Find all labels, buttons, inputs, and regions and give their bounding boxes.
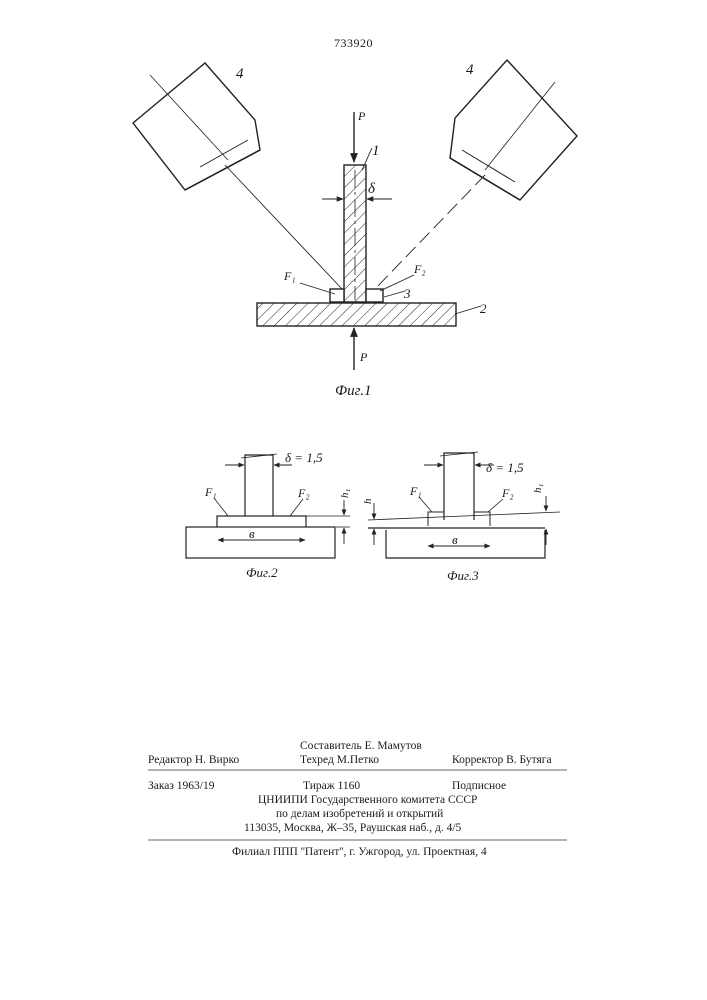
label-plate: 2 [480,301,487,316]
base-plate [257,303,456,326]
fig2-label-delta: δ = 1,5 [285,450,323,465]
fig3-weld-line [368,512,560,520]
figure-2-labels: δ = 1,5 F₁ F₂ в h₁ Фиг.2 [204,450,351,580]
imprint-branch: Филиал ППП ''Патент'', г. Ужгород, ул. П… [232,846,487,858]
fig3-weld-left [428,512,444,526]
imprint-order: Заказ 1963/19 [148,780,215,792]
label-force-top: P [357,109,366,123]
fig3-rod [444,453,474,520]
imprint-subscription: Подписное [452,780,506,792]
fig3-caption: Фиг.3 [447,568,479,583]
imprint-editor: Редактор Н. Вирко [148,754,239,766]
fig3-label-f2: F₂ [501,486,514,500]
fig2-leader-f2 [290,499,303,516]
fig2-weld [217,516,306,528]
leader-weld [384,291,405,297]
fig3-label-delta: δ = 1,5 [486,460,524,475]
fig3-leader-f2 [488,499,503,512]
figure-2 [186,454,350,558]
label-force-bottom: P [359,350,368,364]
label-f1: F₁ [283,269,296,283]
fig2-label-f1: F₁ [204,485,217,499]
right-camera-body [450,60,577,200]
fig3-label-f1: F₁ [409,484,422,498]
figure-3 [368,452,560,558]
figure-3-labels: δ = 1,5 F₁ F₂ в h h₁ Фиг.3 [362,460,544,583]
label-camera-left: 4 [236,66,244,82]
imprint-techred: Техред М.Петко [300,754,379,766]
fig3-label-b: в [452,532,458,547]
label-f2: F₂ [413,262,426,276]
imprint-org-line1: ЦНИИПИ Государственного комитета СССР [258,794,477,806]
fig1-caption: Фиг.1 [335,383,371,399]
fig2-leader-f1 [214,498,228,516]
leader-rod [362,148,372,170]
left-camera-body [133,63,260,190]
label-camera-right: 4 [466,62,474,78]
leader-plate [455,306,481,314]
fig2-rod [245,455,273,517]
fig3-label-h-right: h₁ [532,484,544,494]
imprint-org-line2: по делам изобретений и открытий [276,808,443,820]
label-delta: δ [368,181,376,197]
imprint-address: 113035, Москва, Ж–35, Раушская наб., д. … [244,822,461,834]
imprint-corrector: Корректор В. Бутяга [452,754,552,766]
figure-1 [133,60,577,370]
fig2-caption: Фиг.2 [246,565,278,580]
imprint-compiler: Составитель Е. Мамутов [300,740,422,752]
fig2-label-h: h₁ [339,489,351,499]
fig2-label-f2: F₂ [297,486,310,500]
imprint-circulation: Тираж 1160 [303,780,360,792]
weld-left [330,289,344,302]
fig2-label-b: в [249,526,255,541]
label-rod: 1 [372,143,380,159]
fig2-plate [186,527,335,558]
fig3-label-h-left: h [362,498,374,504]
right-sight-line [374,175,485,290]
fig3-leader-f1 [419,497,432,512]
fig3-plate [386,530,545,558]
label-weld: 3 [403,286,411,301]
fig3-weld-right [474,512,490,526]
